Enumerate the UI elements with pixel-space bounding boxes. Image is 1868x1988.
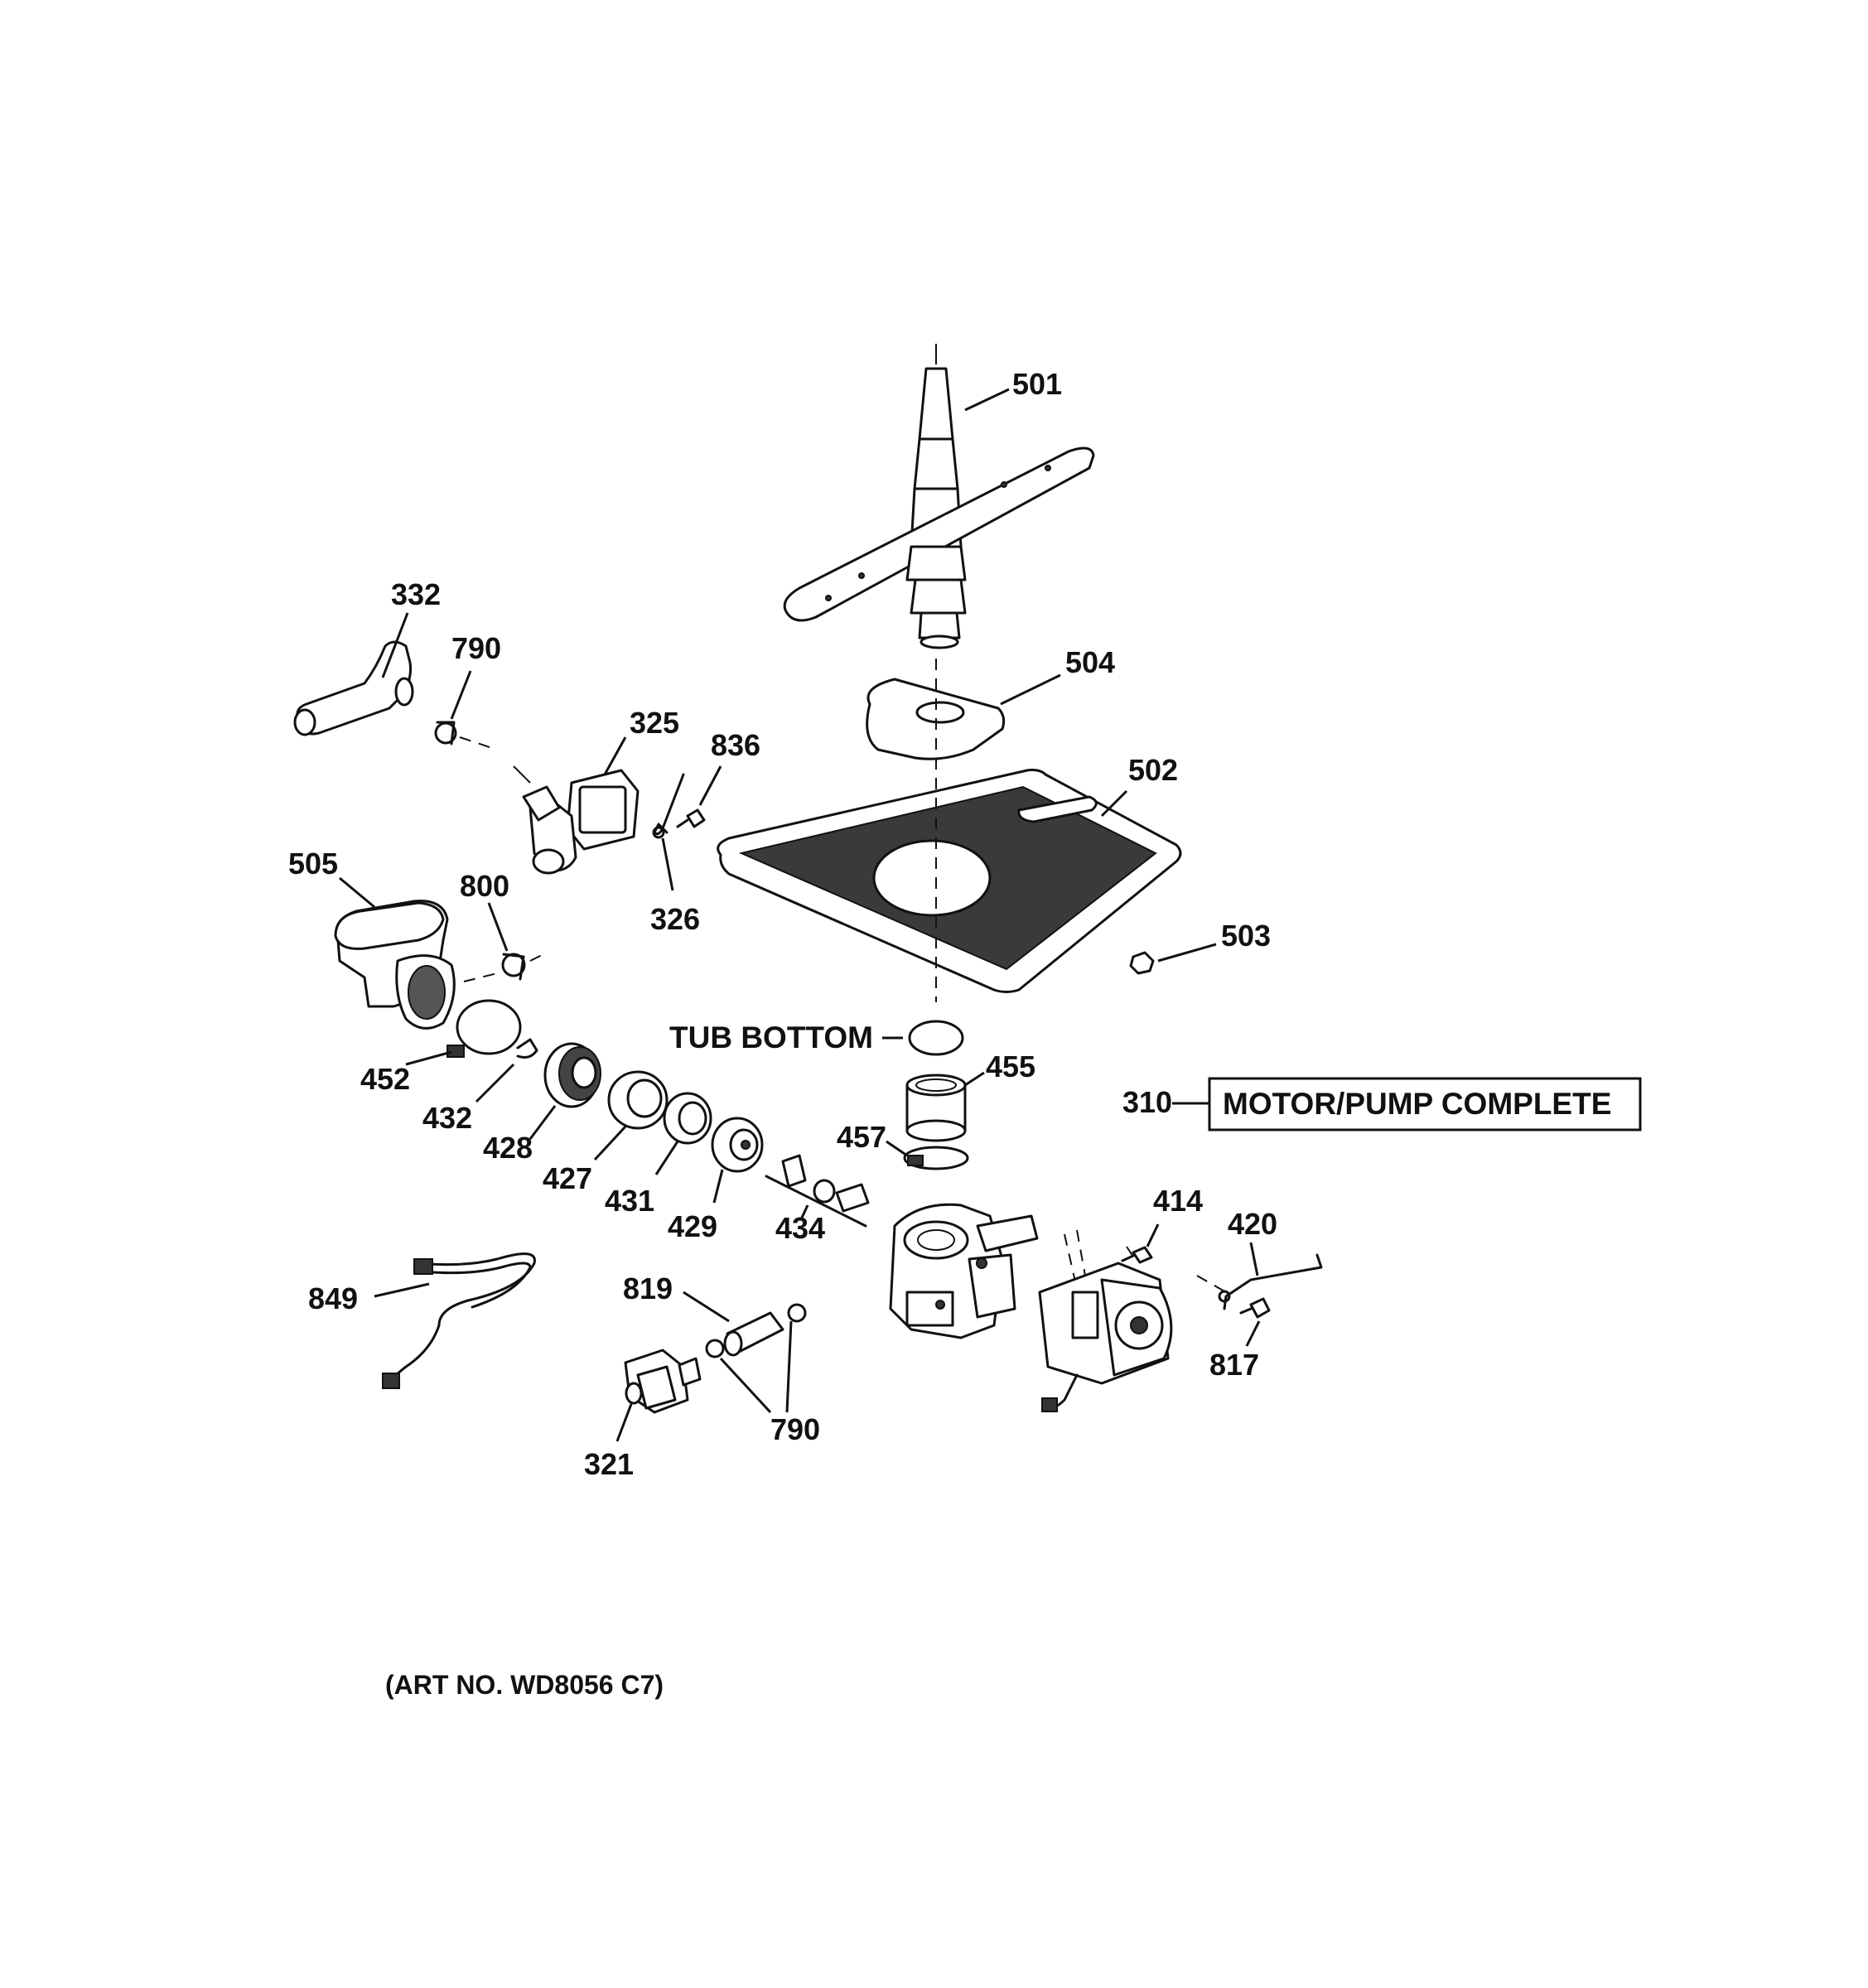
callout-505: 505 <box>288 847 338 881</box>
callout-310: 310 <box>1122 1085 1172 1119</box>
pump-seal-part <box>905 1074 967 1142</box>
sump-clamp-part <box>501 953 526 981</box>
callout-836: 836 <box>711 728 760 762</box>
retaining-clip-part <box>516 1038 538 1059</box>
impeller-part <box>711 1117 764 1173</box>
callout-420: 420 <box>1228 1207 1277 1241</box>
callout-455: 455 <box>986 1049 1035 1083</box>
art-number: (ART NO. WD8056 C7) <box>385 1670 664 1700</box>
callout-790-lower: 790 <box>770 1412 820 1446</box>
rod-screw-part <box>1239 1297 1271 1319</box>
motor-pump-complete-label: MOTOR/PUMP COMPLETE <box>1223 1087 1611 1121</box>
drive-motor-part <box>1038 1262 1173 1412</box>
callout-457: 457 <box>837 1120 886 1154</box>
filter-ring-part <box>607 1070 669 1130</box>
hose-clamp-part <box>903 1146 969 1170</box>
callout-429: 429 <box>668 1209 717 1243</box>
callout-502: 502 <box>1128 753 1178 787</box>
hose-clamp-upper-part <box>434 721 457 746</box>
callout-431: 431 <box>605 1184 654 1218</box>
hose-clamp-lower-part <box>705 1303 807 1358</box>
callout-800: 800 <box>460 869 509 903</box>
callout-817: 817 <box>1209 1348 1259 1382</box>
wire-harness-part <box>382 1252 536 1389</box>
callout-503: 503 <box>1221 919 1271 953</box>
sump-housing-part <box>334 900 456 1030</box>
shaft-seal-kit-part <box>781 1154 870 1213</box>
callout-434: 434 <box>775 1211 825 1245</box>
callout-332: 332 <box>391 577 441 611</box>
water-valve-part <box>624 1349 702 1414</box>
callout-321: 321 <box>584 1447 634 1481</box>
screw-part <box>676 808 706 828</box>
band-clamp-part <box>446 999 522 1058</box>
callout-326: 326 <box>650 902 700 936</box>
hex-nut-part <box>1129 951 1155 975</box>
motor-screw-part <box>1121 1246 1153 1264</box>
drain-hose-part <box>293 640 414 736</box>
callout-849: 849 <box>308 1281 358 1315</box>
drain-pump-part <box>513 765 640 875</box>
callout-432: 432 <box>422 1101 472 1135</box>
tub-bottom-label: TUB BOTTOM <box>669 1021 873 1054</box>
callout-504: 504 <box>1065 645 1115 679</box>
callout-501: 501 <box>1012 367 1062 401</box>
lower-spray-arm-part <box>783 344 1095 649</box>
callout-428: 428 <box>483 1131 533 1165</box>
callout-414: 414 <box>1153 1184 1203 1218</box>
pump-spring-bracket-part <box>652 773 685 839</box>
connecting-hose-part <box>723 1311 784 1357</box>
motor-bracket-rod-part <box>1218 1253 1323 1310</box>
callout-427: 427 <box>543 1161 592 1195</box>
impeller-ring-part <box>663 1092 712 1145</box>
chopper-filter-part <box>543 1042 601 1108</box>
callout-790-upper: 790 <box>451 631 501 665</box>
callout-325: 325 <box>630 706 679 740</box>
motor-pump-complete-box <box>1208 1077 1642 1132</box>
fine-filter-screen-part <box>717 769 1182 993</box>
callout-819: 819 <box>623 1271 673 1305</box>
callout-452: 452 <box>360 1062 410 1096</box>
pump-housing-part <box>889 1203 1039 1339</box>
